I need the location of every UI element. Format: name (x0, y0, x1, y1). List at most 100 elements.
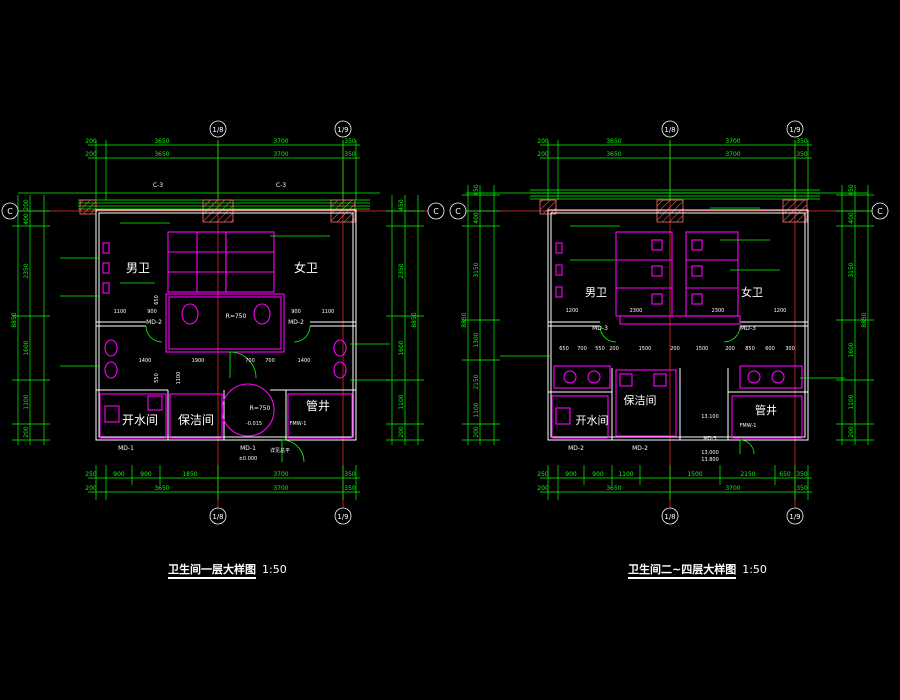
plan2-inner-men-1: 2300 (630, 308, 643, 314)
plan1-doors (145, 325, 311, 463)
plan1-dim-left-2: 2350 (23, 263, 30, 278)
plan1-level-main: ±0.000 (239, 456, 258, 462)
plan2-inner-mid-2: 550 (595, 346, 605, 352)
plan2-inner-mid-4: 1500 (639, 346, 652, 352)
plan1-dim-left-3: 8850 (11, 312, 18, 327)
plan2-dim-left-1: 400 (473, 212, 480, 224)
plan2-door-main: MD-3 (703, 436, 716, 442)
plan1-inner-vert-2: 1100 (176, 372, 182, 385)
plan2-dim-left-0: 450 (473, 184, 480, 196)
plan2-title: 卫生间二~四层大样图 (628, 563, 737, 579)
plan1-dim-right-1: 2350 (398, 263, 405, 278)
plan1-dim-right-4: 1100 (398, 394, 405, 409)
plan1-dim-left-6: 200 (23, 426, 30, 438)
plan1-dim-top-b3: 350 (344, 151, 356, 158)
plan2-dim-top-b3: 350 (796, 151, 808, 158)
plan1-inner-vert-0: 650 (154, 295, 160, 305)
plan2-walls (547, 209, 809, 441)
plan1-dim-bot-b2: 3700 (273, 485, 288, 492)
plan2-room-women: 女卫 (741, 285, 763, 299)
plan2-dim-right-4: 1600 (848, 342, 855, 357)
plan2-door-women: MD-3 (740, 325, 756, 332)
plan2-level-b: 13.000 (701, 450, 719, 456)
plan2-door-clean: MD-2 (632, 445, 648, 452)
plan1-door-water: MD-1 (118, 445, 134, 452)
plan1-dim-left-0: 200 (23, 199, 30, 211)
plan1-room-clean: 保洁间 (178, 413, 214, 427)
plan1-dim-top-a3: 350 (344, 138, 356, 145)
plan2-dim-left-2: 3150 (473, 262, 480, 277)
plan2-inner-mid-7: 200 (725, 346, 735, 352)
plan2-window-strip (530, 189, 820, 200)
plan2-level-a: 13.100 (701, 414, 719, 420)
plan1-dim-left-4: 1600 (23, 340, 30, 355)
plan1-inner-women-1: 1100 (322, 309, 335, 315)
plan2-side-dimensions (462, 185, 874, 445)
plan1-dim-bot-a1: 900 (113, 471, 125, 478)
plan2-dim-bot-a1: 900 (565, 471, 577, 478)
plan2-dim-right-6: 200 (848, 426, 855, 438)
plan1-fixtures (99, 231, 353, 439)
plan1-dim-bot-b1: 3650 (154, 485, 169, 492)
plan1-level: -0.015 (246, 421, 262, 427)
plan1-axis-bottom-1: 1/8 (212, 513, 223, 521)
plan1-door-men: MD-2 (146, 319, 162, 326)
plan2-top-dimensions (466, 140, 868, 200)
plan2-dim-top-b1: 3650 (606, 151, 621, 158)
plan1-dim-top-b2: 3700 (273, 151, 288, 158)
plan1-dim-right-3: 1600 (398, 340, 405, 355)
plan2-leaders (500, 207, 845, 379)
plan2-inner-mid-0: 650 (559, 346, 569, 352)
plan2-room-men: 男卫 (585, 286, 607, 299)
plan1-note-ref: 详见总平 (270, 447, 290, 454)
plan1-side-dimensions (12, 195, 424, 445)
plan1-axis-lines (18, 140, 430, 520)
plan1-axis-bottom-2: 1/9 (337, 513, 348, 521)
plan2-dim-left-4: 1300 (473, 332, 480, 347)
plan2-dim-bot-a2: 900 (592, 471, 604, 478)
plan1-dim-bot-b3: 350 (344, 485, 356, 492)
plan1-axis-right: C (433, 207, 439, 216)
plan2-inner-mid-9: 600 (765, 346, 775, 352)
plan2-dim-top-a0: 200 (537, 138, 549, 145)
plan2-axis-left: C (455, 207, 461, 216)
plan2-columns (539, 199, 808, 223)
plan2-axis-top-1: 1/8 (664, 126, 675, 134)
plan1-room-women: 女卫 (294, 260, 318, 275)
plan1-axis-top-1: 1/8 (212, 126, 223, 134)
plan2-axis-bubbles (449, 120, 889, 525)
plan2-door-shaft: FMW-1 (740, 423, 757, 429)
plan2-inner-mid-10: 300 (785, 346, 795, 352)
plan2-axis-top-2: 1/9 (789, 126, 800, 134)
plan1 (1, 120, 445, 525)
plan1-scale: 1:50 (262, 563, 287, 576)
plan1-dim-right-0: 450 (398, 199, 405, 211)
plan1-inner-men-1: 900 (147, 309, 157, 315)
plan1-dim-bot-a0: 250 (85, 471, 97, 478)
plan1-dim-left-5: 1100 (23, 394, 30, 409)
plan2-dim-right-0: 450 (848, 184, 855, 196)
plan2-dim-left-5: 2150 (473, 374, 480, 389)
plan2-dim-bot-b0: 200 (537, 485, 549, 492)
plan2-dim-right-5: 1100 (848, 394, 855, 409)
plan1-dim-top-a2: 3700 (273, 138, 288, 145)
plan2-inner-mid-5: 200 (670, 346, 680, 352)
plan2-dim-bot-b3: 350 (796, 485, 808, 492)
plan2-dim-top-a2: 3700 (725, 138, 740, 145)
plan2-inner-mid-8: 850 (745, 346, 755, 352)
plan1-title-block: 卫生间一层大样图 1:50 (168, 558, 287, 579)
plan1-title: 卫生间一层大样图 (168, 563, 256, 579)
plan1-dim-bot-a3: 1850 (182, 471, 197, 478)
plan2-axis-right: C (877, 207, 883, 216)
plan2-fixtures (551, 231, 803, 439)
plan1-inner-mid-3: 700 (265, 358, 275, 364)
plan1-dim-bot-a2: 900 (140, 471, 152, 478)
plan1-columns (79, 199, 356, 223)
plan2 (449, 120, 889, 525)
plan1-dim-left-1: 400 (23, 213, 30, 225)
plan2-bottom-dimensions (540, 465, 812, 500)
plan1-inner-mid-2: 700 (245, 358, 255, 364)
plan2-axis-bottom-1: 1/8 (664, 513, 675, 521)
plan1-walls (95, 209, 357, 441)
